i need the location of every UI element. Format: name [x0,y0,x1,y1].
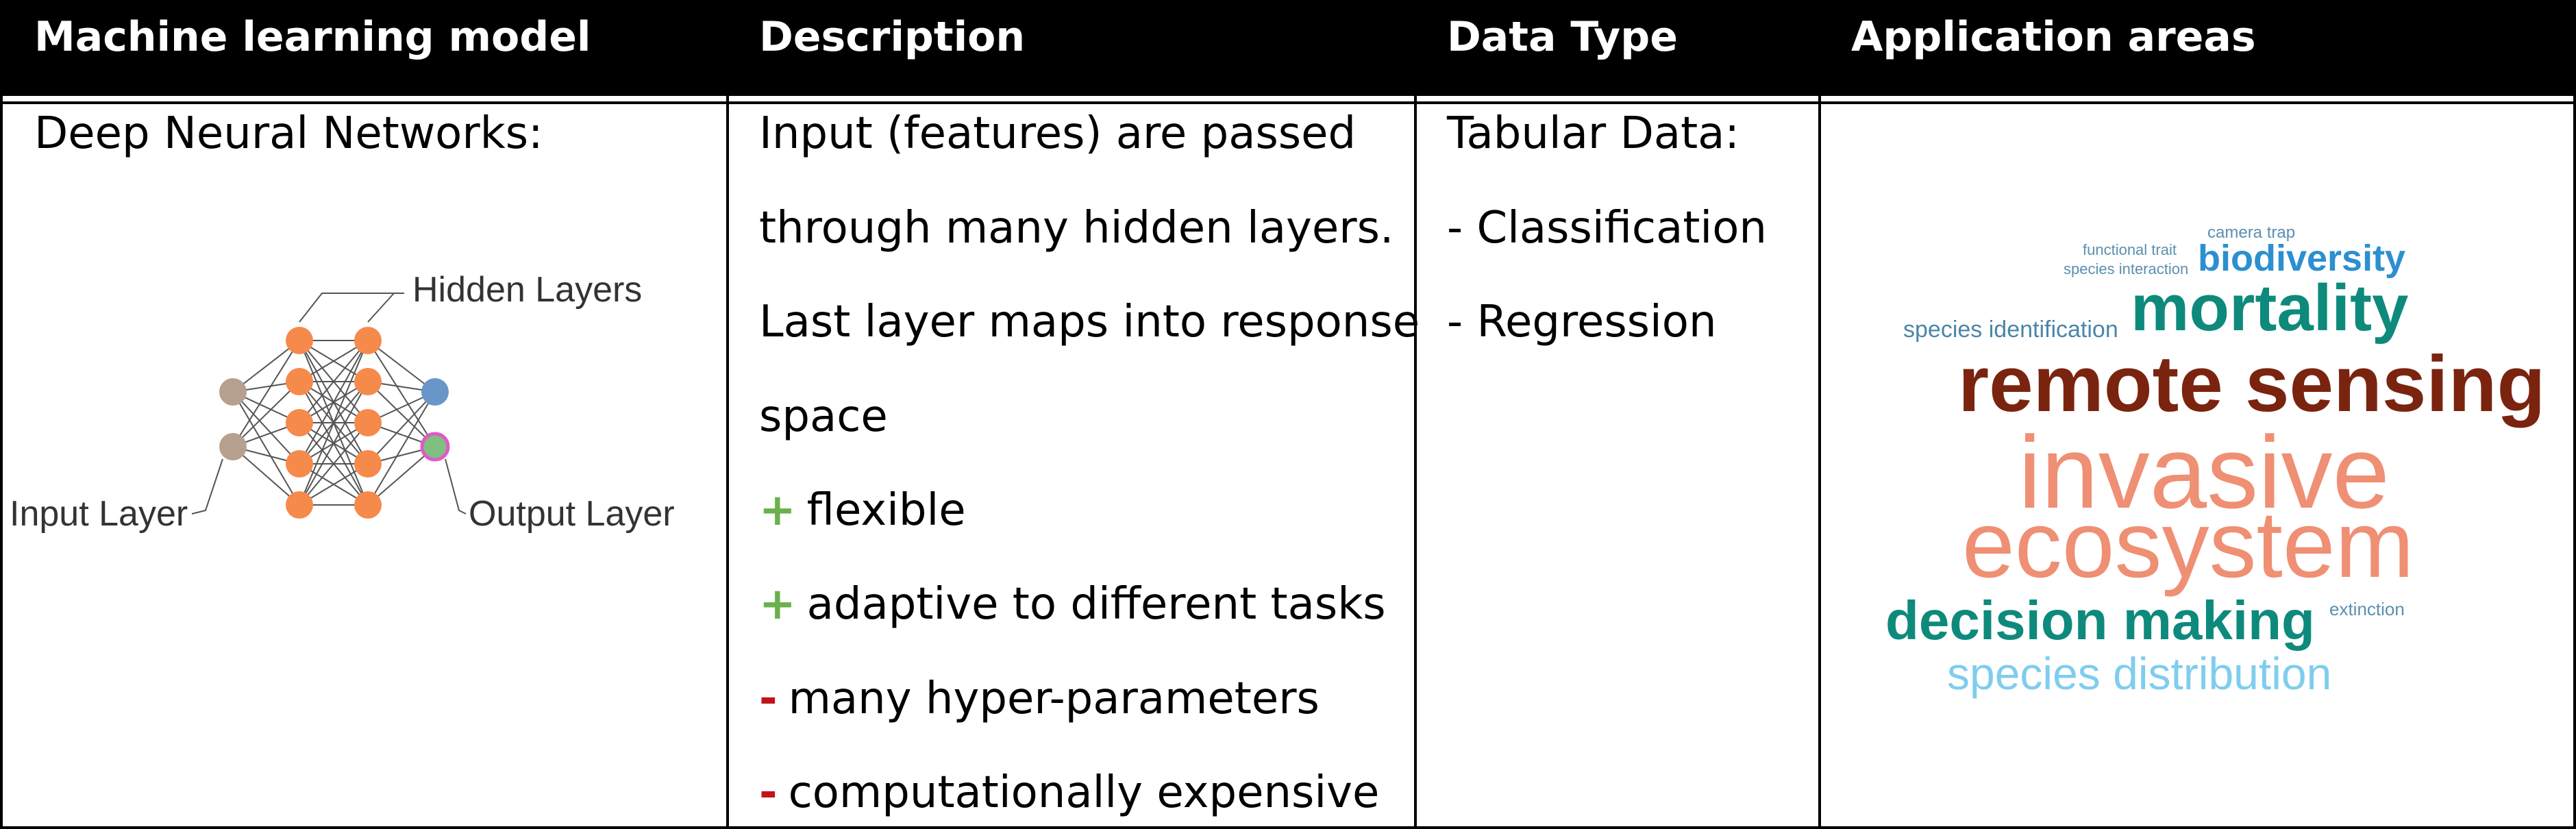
input-node [219,433,247,460]
description-line: through many hidden layers. [759,203,1394,253]
word-cloud-word: decision making [1885,590,2315,651]
table-header: Machine learning model Description Data … [0,0,2576,96]
data-type-item: - Regression [1447,297,1717,347]
word-cloud-word: ecosystem [1962,492,2414,597]
pro-text: flexible [806,485,966,536]
hidden-node [286,368,313,395]
hidden-node [354,409,382,436]
word-cloud-word: camera trap [2207,223,2296,242]
header-description: Description [759,13,1026,61]
description-line: Input (features) are passed [759,108,1357,159]
hidden-node [354,327,382,354]
data-type-item: - Classification [1447,203,1767,253]
con-text: computationally expensive [788,767,1380,818]
con-text: many hyper-parameters [788,673,1320,724]
hidden-node [286,409,313,436]
header-underline [0,101,2576,104]
con-item: -computationally expensive [759,767,1379,818]
model-name: Deep Neural Networks: [34,108,543,159]
hidden-node [286,491,313,519]
hidden-layers-label: Hidden Layers [412,270,642,310]
header-application-areas: Application areas [1851,13,2256,61]
word-cloud-word: invasive [2018,414,2390,530]
header-data-type: Data Type [1447,13,1678,61]
hidden-node [286,327,313,354]
word-cloud-word: species identification [1903,317,2118,343]
minus-sign: - [759,673,778,724]
word-cloud-word: species distribution [1947,648,2332,699]
label-leaders [191,293,467,515]
pro-item: +flexible [759,485,966,536]
hidden-node [354,368,382,395]
output-node [421,378,449,406]
column-divider-2 [1414,96,1417,829]
neural-network-diagram: Hidden Layers Input Layer Output Layer [10,270,675,534]
hidden-node [354,450,382,478]
description-line: Last layer maps into response [759,297,1420,347]
connection-lines [232,340,436,506]
table-right-border [2573,96,2576,829]
pro-item: +adaptive to different tasks [759,579,1386,630]
word-cloud-word: biodiversity [2198,238,2406,279]
hidden-node [354,491,382,519]
column-divider-3 [1818,96,1821,829]
output-node [420,432,450,462]
pro-text: adaptive to different tasks [806,579,1386,630]
table-left-border [0,96,3,829]
word-cloud-word: remote sensing [1958,339,2546,428]
hidden-node [286,450,313,478]
word-cloud-word: extinction [2329,599,2405,619]
data-type-title: Tabular Data: [1447,108,1739,159]
input-node [219,378,247,406]
plus-sign: + [759,579,796,630]
description-line: space [759,391,888,442]
column-divider-1 [726,96,729,829]
word-cloud-word: mortality [2131,271,2409,345]
table-bottom-border [0,826,2576,829]
word-cloud-word: functional trait [2083,241,2177,258]
output-layer-label: Output Layer [469,494,675,534]
input-layer-label: Input Layer [10,494,188,534]
word-cloud-word: species interaction [2064,260,2189,277]
con-item: -many hyper-parameters [759,673,1320,724]
plus-sign: + [759,485,796,536]
header-machine-learning-model: Machine learning model [34,13,591,61]
minus-sign: - [759,767,778,818]
